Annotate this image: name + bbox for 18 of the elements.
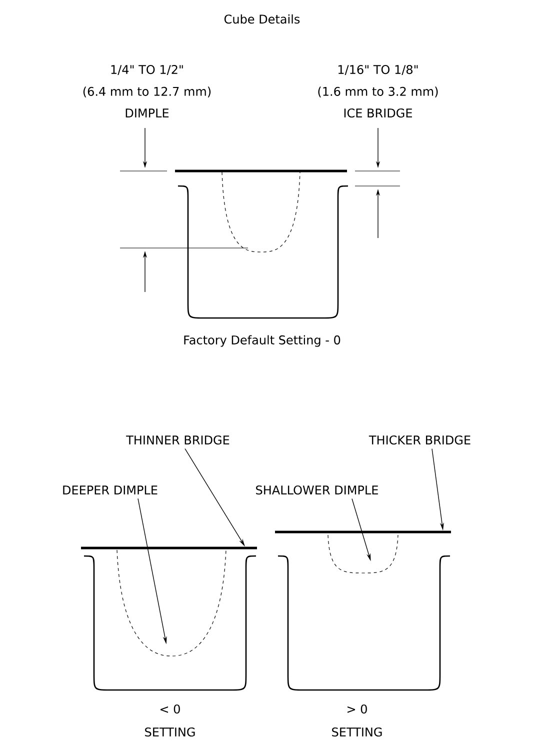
label-text: SETTING: [332, 727, 382, 737]
label-text: Factory Default Setting - 0: [184, 335, 340, 347]
label-text: > 0: [348, 704, 367, 714]
dimple-curve: [116, 550, 226, 656]
callout-text: THICKER BRIDGE: [368, 435, 470, 445]
title: Cube Details: [224, 14, 300, 24]
label-text: 1/16" TO 1/8": [338, 65, 418, 76]
label-text: 1/4" TO 1/2": [111, 65, 183, 76]
callout-text: DEEPER DIMPLE: [63, 486, 158, 494]
label-text: ICE BRIDGE: [344, 108, 412, 118]
label-text: SETTING: [145, 727, 195, 737]
label-text: < 0: [160, 704, 180, 714]
dimple-curve: [328, 534, 398, 574]
callout-text: SHALLOWER DIMPLE: [256, 485, 378, 495]
label-text: (1.6 mm to 3.2 mm): [318, 86, 438, 98]
label-text: (6.4 mm to 12.7 mm): [83, 86, 211, 98]
label-text: DIMPLE: [126, 108, 169, 118]
callout-text: THINNER BRIDGE: [126, 435, 230, 445]
